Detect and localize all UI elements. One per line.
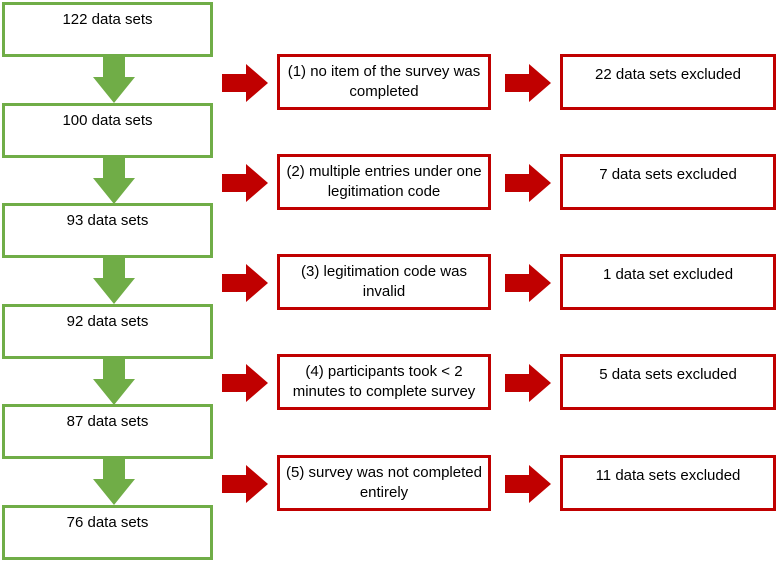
right-arrow-icon (505, 64, 551, 102)
right-arrow-icon (222, 64, 268, 102)
exclusion-criterion-3: (3) legitimation code was invalid (277, 254, 491, 310)
right-arrow-icon (222, 264, 268, 302)
flow-step-1: 122 data sets (2, 2, 213, 57)
down-arrow-icon (93, 258, 135, 304)
exclusion-result-2: 7 data sets excluded (560, 154, 776, 210)
right-arrow-icon (505, 264, 551, 302)
exclusion-result-3: 1 data set excluded (560, 254, 776, 310)
exclusion-criterion-2: (2) multiple entries under one legitimat… (277, 154, 491, 210)
right-arrow-icon (222, 465, 268, 503)
exclusion-criterion-5: (5) survey was not completed entirely (277, 455, 491, 511)
down-arrow-icon (93, 158, 135, 204)
down-arrow-icon (93, 459, 135, 505)
exclusion-result-1: 22 data sets excluded (560, 54, 776, 110)
flow-step-3: 93 data sets (2, 203, 213, 258)
right-arrow-icon (222, 364, 268, 402)
exclusion-result-4: 5 data sets excluded (560, 354, 776, 410)
down-arrow-icon (93, 359, 135, 405)
flow-step-5: 87 data sets (2, 404, 213, 459)
exclusion-criterion-4: (4) participants took < 2 minutes to com… (277, 354, 491, 410)
exclusion-result-5: 11 data sets excluded (560, 455, 776, 511)
flow-step-6: 76 data sets (2, 505, 213, 560)
exclusion-criterion-1: (1) no item of the survey was completed (277, 54, 491, 110)
right-arrow-icon (505, 364, 551, 402)
down-arrow-icon (93, 57, 135, 103)
flow-step-2: 100 data sets (2, 103, 213, 158)
right-arrow-icon (505, 465, 551, 503)
right-arrow-icon (505, 164, 551, 202)
right-arrow-icon (222, 164, 268, 202)
flow-step-4: 92 data sets (2, 304, 213, 359)
